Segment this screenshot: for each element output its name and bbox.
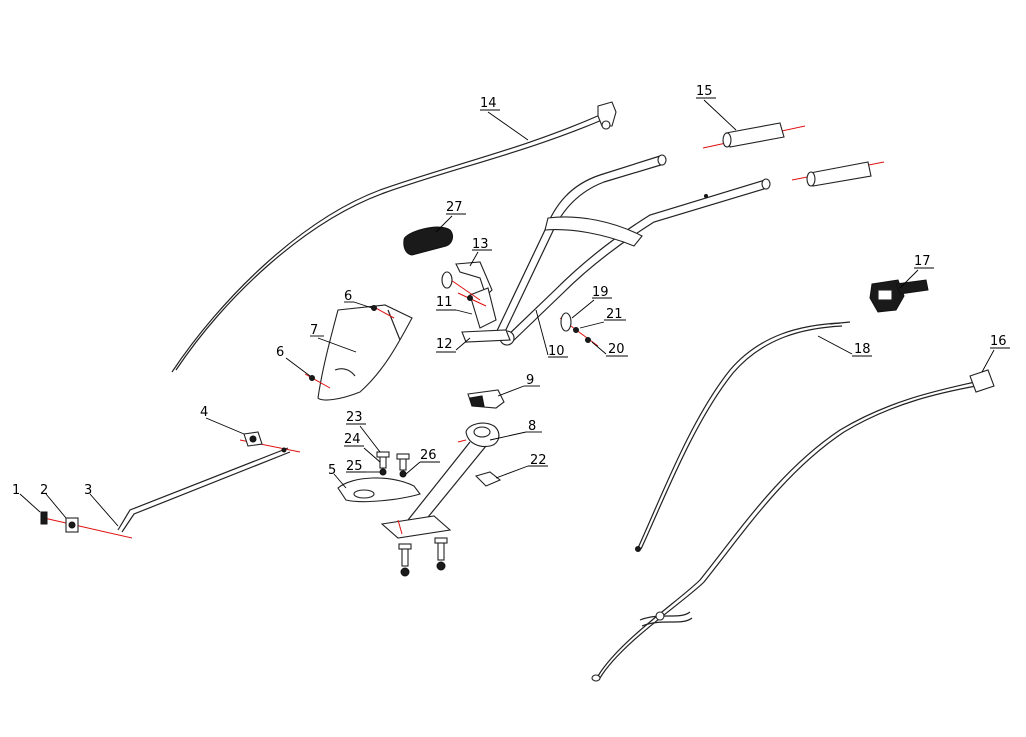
callout-8: 8 [489,419,542,441]
part-14-cable [171,101,617,373]
callout-label: 25 [346,459,363,474]
part-17-control-block [869,279,929,313]
callout-4: 4 [200,405,245,435]
callout-3: 3 [84,483,119,527]
callout-6-top: 6 [344,289,373,309]
callout-14: 14 [480,96,529,141]
part-9-clamp [467,389,505,409]
part-13-lever-assembly [441,261,511,343]
callout-23: 23 [346,410,381,453]
callout-label: 22 [530,453,547,468]
callout-label: 15 [696,84,713,99]
callout-15: 15 [696,84,737,131]
part-23-26-bolts [376,451,410,478]
callout-label: 4 [200,405,208,420]
callout-21: 21 [579,307,626,329]
part-4-connector [243,431,263,447]
callout-16: 16 [981,334,1010,373]
callout-label: 5 [328,463,336,478]
part-5-plate [337,477,421,503]
callout-17: 17 [899,254,934,289]
part-22-bracket [474,471,502,487]
part-18-cable [635,321,851,552]
callout-label: 6 [276,345,284,360]
stand-bolts [398,537,448,577]
callout-13: 13 [469,237,492,267]
callout-12: 12 [436,337,471,353]
callout-2: 2 [40,483,67,519]
callout-19: 19 [571,285,612,319]
callout-label: 21 [606,307,623,322]
callout-label: 18 [854,342,871,357]
callout-5: 5 [328,463,347,489]
callout-6-bottom: 6 [276,345,311,377]
callout-label: 27 [446,200,463,215]
callout-label: 23 [346,410,363,425]
callout-label: 13 [472,237,489,252]
callout-label: 16 [990,334,1007,349]
part-15-handle-grips [702,122,885,187]
callout-24: 24 [344,432,381,463]
callout-9: 9 [497,373,540,397]
callout-7: 7 [310,323,357,353]
part-3-rod [43,439,301,539]
callout-label: 19 [592,285,609,300]
callout-label: 10 [548,344,565,359]
part-1-2-fasteners [40,511,79,533]
part-19-21-washer-bolt [559,312,599,347]
part-27-grip [403,226,454,256]
callout-label: 3 [84,483,92,498]
callout-label: 26 [420,448,437,463]
callout-label: 12 [436,337,453,352]
callout-1: 1 [12,483,41,513]
callout-label: 24 [344,432,361,447]
callout-label: 1 [12,483,20,498]
callout-10: 10 [535,309,568,359]
callout-label: 20 [608,342,625,357]
callout-18: 18 [817,335,872,357]
part-10-handlebar-frame [494,154,771,346]
callout-26: 26 [405,448,440,475]
callout-27: 27 [435,200,466,233]
callout-22: 22 [495,453,548,479]
callout-label: 17 [914,254,931,269]
callout-label: 9 [526,373,534,388]
callout-label: 2 [40,483,48,498]
callout-label: 11 [436,295,453,310]
callout-label: 6 [344,289,352,304]
callout-20: 20 [591,341,628,357]
callout-label: 7 [310,323,318,338]
part-7-guard [304,304,413,401]
part-8-stand [380,422,500,539]
part-16-cable [591,369,995,682]
callout-25: 25 [346,459,380,474]
callout-label: 14 [480,96,497,111]
callout-label: 8 [528,419,536,434]
callout-11: 11 [436,295,473,315]
